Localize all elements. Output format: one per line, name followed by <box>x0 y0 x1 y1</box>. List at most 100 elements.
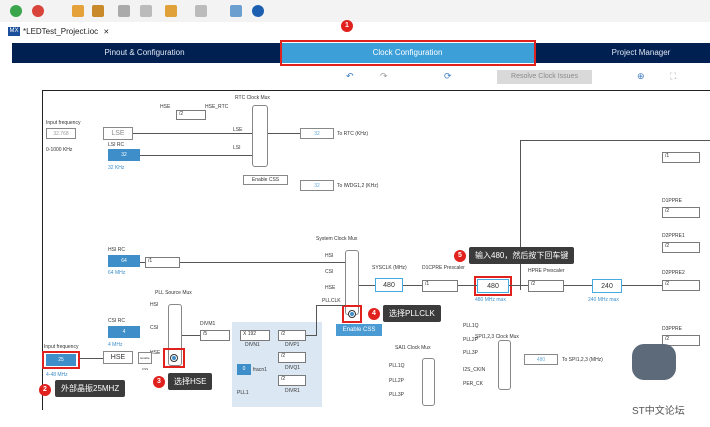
hpre-select[interactable]: /2 <box>528 280 564 292</box>
to-iwdg-label: To IWDG1,2 (KHz) <box>337 183 379 189</box>
lsi-rc-label: LSI RC <box>108 142 125 148</box>
info-icon[interactable] <box>252 5 264 17</box>
pll-source-mux[interactable] <box>168 304 182 366</box>
mx-file-icon: MX <box>8 27 20 37</box>
highlight-cpu-clock <box>474 276 512 296</box>
pll-hsi-label: HSI <box>150 302 159 308</box>
fracn1-value[interactable]: 0 <box>237 364 251 375</box>
build-icon[interactable] <box>72 5 84 17</box>
spi-i2s: I2S_CKIN <box>463 367 486 373</box>
highlight-hse-select <box>163 348 185 368</box>
system-clock-mux-title: System Clock Mux <box>316 236 358 242</box>
divn1-select[interactable]: X 192 <box>240 330 270 341</box>
tab-project-manager[interactable]: Project Manager <box>611 48 671 57</box>
resolve-clock-issues-button[interactable]: Resolve Clock Issues <box>497 70 592 84</box>
lse-input-frequency[interactable]: 32.768 <box>46 128 76 139</box>
step-4-marker: 4 <box>368 308 380 320</box>
d3ppre-select[interactable]: /2 <box>662 335 700 346</box>
sai-mux-title: SAI1 Clock Mux <box>395 345 431 351</box>
history-icon[interactable] <box>195 5 207 17</box>
spi-output: 480 <box>524 354 558 365</box>
editor-file-tab[interactable]: MX*LEDTest_Project.ioc ✕ <box>8 27 109 42</box>
divp1-select[interactable]: /2 <box>278 330 306 341</box>
undo-icon[interactable]: ↶ <box>346 71 354 81</box>
d2ppre2-select[interactable]: /2 <box>662 280 700 291</box>
hse-input-frequency[interactable]: 25 <box>46 354 76 366</box>
connector <box>80 358 103 359</box>
hsi-divider[interactable]: /1 <box>145 257 180 268</box>
callout-enter-480: 输入480，然后按下回车键 <box>469 247 575 264</box>
hsi-rc-unit: 64 MHz <box>108 270 126 276</box>
refresh-icon[interactable]: ⟳ <box>444 71 452 81</box>
connector <box>268 133 300 134</box>
input-frequency-label-lse: Input frequency <box>46 120 81 126</box>
sai-mux[interactable] <box>422 358 435 406</box>
d1ppre-select[interactable]: /2 <box>662 207 700 218</box>
hse-radio[interactable] <box>170 354 178 362</box>
zoom-in-icon[interactable]: ⊕ <box>637 71 645 81</box>
pllclk-radio[interactable] <box>348 310 356 318</box>
divq1-select[interactable]: /2 <box>278 352 306 363</box>
watermark-text: ST中文论坛 <box>632 406 685 417</box>
debug-icon[interactable] <box>10 5 22 17</box>
tab-pinout[interactable]: Pinout & Configuration <box>104 48 185 57</box>
open-icon[interactable] <box>230 5 242 17</box>
rtc-mux[interactable] <box>252 105 268 167</box>
d1cpre-select[interactable]: /1 <box>422 280 458 292</box>
lsi-mux-label: LSI <box>233 145 241 151</box>
d2ppre1-select[interactable]: /2 <box>662 242 700 253</box>
connector <box>306 335 316 336</box>
forward-icon[interactable] <box>165 5 177 17</box>
enable-css-lse[interactable]: Enable CSS <box>243 175 288 185</box>
divm1-select[interactable]: /5 <box>200 330 230 341</box>
redo-icon[interactable]: ↷ <box>380 71 388 81</box>
hse-label-top: HSE <box>160 104 171 110</box>
tab-clock-configuration[interactable]: Clock Configuration <box>280 43 535 63</box>
to-rtc-label: To RTC (KHz) <box>337 131 369 137</box>
prescaler-top[interactable]: /1 <box>662 152 700 163</box>
divr1-select[interactable]: /2 <box>278 375 306 386</box>
sysclk-label: SYSCLK (MHz) <box>372 265 407 271</box>
clock-tree-canvas <box>42 90 710 410</box>
close-icon[interactable]: ✕ <box>103 29 110 36</box>
sys-hse-label: HSE <box>325 285 336 291</box>
spi-pll3p: PLL3P <box>463 350 479 356</box>
connector <box>180 262 345 263</box>
connector <box>316 305 345 306</box>
fit-icon[interactable]: ⛶ <box>670 71 677 81</box>
connector <box>509 285 528 286</box>
sai-pll1q: PLL1Q <box>389 363 405 369</box>
d2ppre1-label: D2PPRE1 <box>662 233 685 239</box>
d3ppre-label: D3PPRE <box>662 326 683 332</box>
spi-pll2p: PLL2P <box>463 337 479 343</box>
highlight-pllclk-select <box>342 305 362 323</box>
d1cpre-label: D1CPRE Prescaler <box>422 265 465 271</box>
sys-hsi-label: HSI <box>325 253 334 259</box>
hse-rtc-divider[interactable]: /2 <box>176 110 206 120</box>
step-2-marker: 2 <box>39 384 51 396</box>
nav-icon[interactable] <box>118 5 130 17</box>
fracn1-label: fracn1 <box>253 367 267 373</box>
lse-mux-label: LSE <box>233 127 243 133</box>
hse-css-block[interactable]: Enable CSS <box>138 352 152 371</box>
back-icon[interactable] <box>140 5 152 17</box>
connector <box>140 155 252 156</box>
hpre-label: HPRE Prescaler <box>528 268 565 274</box>
spi-perck: PER_CK <box>463 381 484 387</box>
tool-icon[interactable] <box>92 5 104 17</box>
hse-range: 4-48 MHz <box>46 372 68 378</box>
cpu-clock-input[interactable]: 480 <box>477 279 509 293</box>
input-frequency-label-hse: Input frequency <box>44 344 79 350</box>
spi-mux[interactable] <box>498 340 511 390</box>
d1ppre-label: D1PPRE <box>662 198 683 204</box>
csi-rc-label: CSI RC <box>108 318 125 324</box>
enable-css-button[interactable]: Enable CSS <box>336 324 382 336</box>
connector <box>403 285 422 286</box>
forum-logo-icon <box>632 344 676 380</box>
connector <box>140 262 145 263</box>
run-icon[interactable] <box>32 5 44 17</box>
lsi-rc-unit: 32 KHz <box>108 165 125 171</box>
hse-rtc-label: HSE_RTC <box>205 104 229 110</box>
callout-external-crystal: 外部晶振25MHZ <box>55 380 126 397</box>
cpu-max-label: 480 MHz max <box>475 297 506 303</box>
